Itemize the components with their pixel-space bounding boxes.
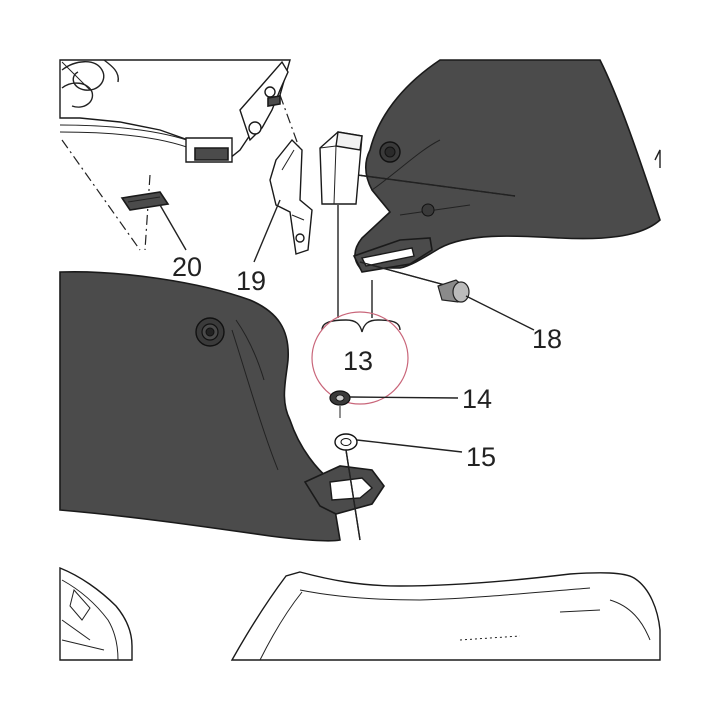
part-15-washer: [334, 433, 358, 451]
part-18-screw: [437, 279, 470, 303]
callout-19: 19: [236, 266, 266, 296]
brace-13: [321, 319, 401, 333]
bottom-right-part: [230, 571, 661, 661]
part-19-bracket: [269, 138, 313, 255]
part-13-block: [319, 131, 363, 205]
slot-shadow: [194, 147, 229, 161]
leader-line-20: [159, 204, 187, 251]
callout-13: 13: [343, 346, 373, 376]
bottom-left-part: [59, 566, 133, 661]
upper-right-dark-panel: [352, 59, 661, 273]
dashdot-leader: [279, 94, 301, 151]
foot-slot-lower: [329, 477, 374, 501]
dashdot-leader: [144, 174, 151, 251]
callout-20: 20: [172, 252, 202, 282]
part-14-nut: [329, 390, 351, 418]
callout-18: 18: [532, 324, 562, 354]
callout-14: 14: [462, 384, 492, 414]
leader-line-18: [465, 295, 535, 331]
dashdot-leader: [61, 139, 141, 251]
lower-left-dark-panel: [59, 270, 385, 542]
leader-line-14: [349, 396, 459, 399]
insertion-guide: [349, 173, 516, 197]
part-20-clip: [120, 191, 170, 211]
leader-line-15: [356, 439, 463, 453]
highlight-circle: [311, 311, 409, 405]
leader-line-19: [253, 199, 281, 263]
upper-left-body-part: [59, 59, 291, 163]
mount-hole: [264, 86, 276, 98]
mount-hole: [248, 121, 262, 135]
callout-15: 15: [466, 442, 496, 472]
insertion-guide-2: [359, 261, 446, 286]
small-slot: [267, 95, 281, 107]
stud-guide: [345, 449, 361, 541]
